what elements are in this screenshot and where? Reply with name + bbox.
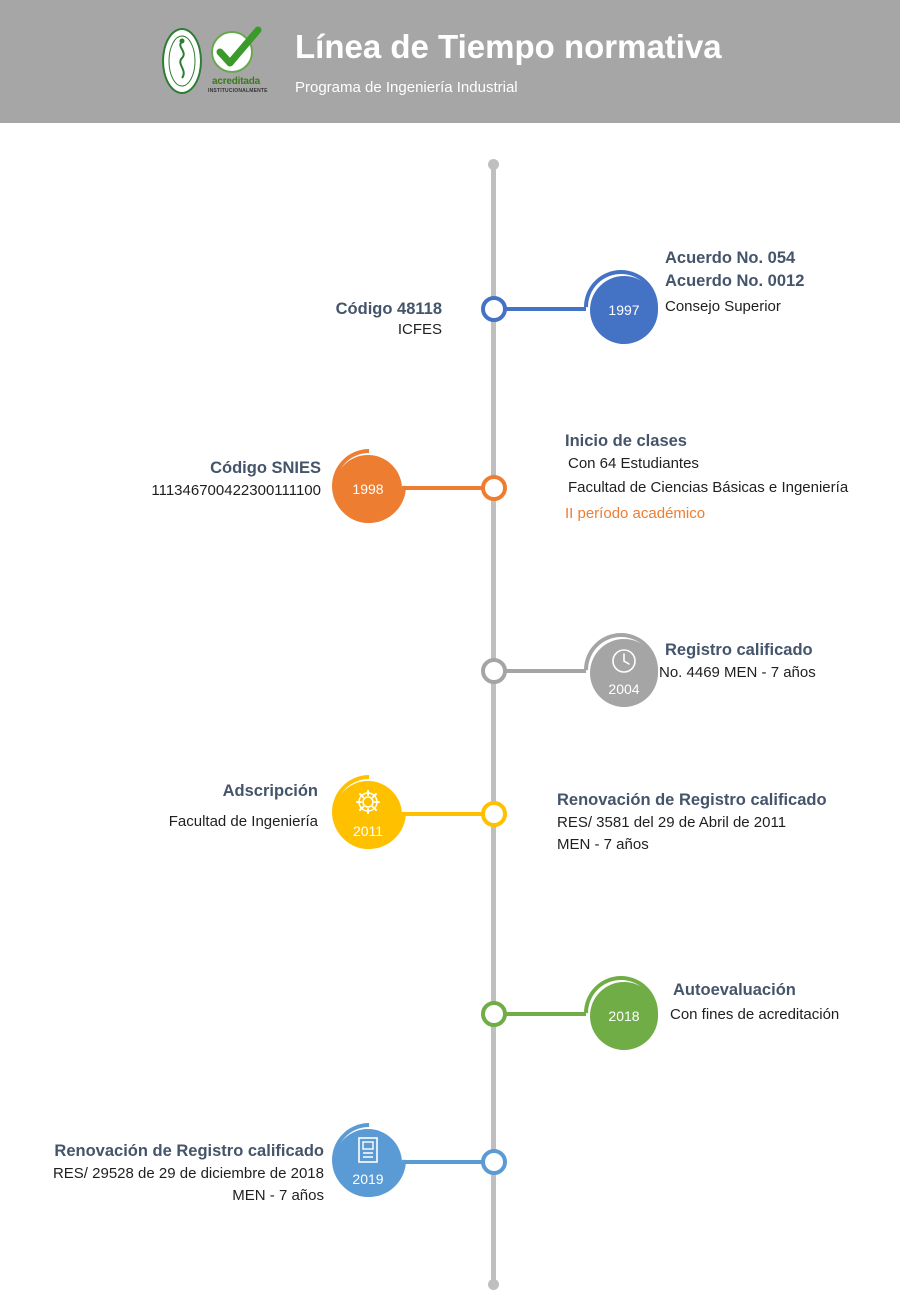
- connector-2018: [506, 1012, 586, 1016]
- year-badge-2018: 2018: [590, 982, 658, 1050]
- event-title: Acuerdo No. 0012: [665, 272, 805, 291]
- year-badge-2011: 2011: [334, 781, 402, 849]
- left-text-2019: Renovación de Registro calificado RES/ 2…: [53, 1138, 324, 1208]
- event-note: II período académico: [565, 505, 706, 523]
- event-line: Consejo Superior: [665, 297, 781, 315]
- connector-2011: [404, 812, 484, 816]
- event-title: Autoevaluación: [673, 981, 796, 999]
- timeline-node-1998[interactable]: [481, 475, 507, 501]
- right-text-2011: Renovación de Registro calificado RES/ 3…: [557, 787, 827, 857]
- timeline-node-2019[interactable]: [481, 1149, 507, 1175]
- gear-icon: [356, 790, 380, 814]
- accreditation-sublabel: INSTITUCIONALMENTE: [208, 88, 268, 94]
- event-title: Código SNIES: [210, 459, 321, 477]
- year-badge-1997: 1997: [590, 276, 658, 344]
- event-title: Inicio de clases: [565, 432, 687, 450]
- event-title: Acuerdo No. 054: [665, 249, 796, 267]
- accreditation-label: acreditada: [211, 76, 261, 87]
- timeline-node-2011[interactable]: [481, 801, 507, 827]
- left-text-1998: Código SNIES 111346700422300111100: [151, 455, 321, 503]
- event-line: RES/ 29528 de 29 de diciembre de 2018: [52, 1165, 324, 1183]
- year-badge-2019: 2019: [334, 1129, 402, 1197]
- event-line: MEN - 7 años: [232, 1187, 324, 1205]
- left-text-2011: Adscripción Facultad de Ingeniería: [169, 778, 318, 834]
- page-title: Línea de Tiempo normativa: [295, 28, 722, 65]
- timeline-end-dot: [488, 1279, 499, 1290]
- left-text-1997: Código 48118 ICFES: [336, 296, 442, 342]
- year-label: 2011: [352, 823, 384, 839]
- event-line: 111346700422300111100: [151, 482, 321, 500]
- year-label: 1997: [608, 302, 640, 318]
- year-label: 2004: [608, 681, 640, 697]
- year-label: 2019: [352, 1171, 384, 1187]
- year-badge-2004: 2004: [590, 639, 658, 707]
- right-text-1997: Acuerdo No. 054 Acuerdo No. 0012 Consejo…: [665, 245, 804, 319]
- connector-1997: [506, 307, 586, 311]
- timeline-node-2004[interactable]: [481, 658, 507, 684]
- event-line: ICFES: [397, 321, 442, 339]
- event-title: Renovación de Registro calificado: [54, 1142, 324, 1160]
- year-badge-1998: 1998: [334, 455, 402, 523]
- header-bar: acreditada INSTITUCIONALMENTE Línea de T…: [0, 0, 900, 123]
- timeline-start-dot: [488, 159, 499, 170]
- accreditation-logo: acreditada INSTITUCIONALMENTE: [208, 26, 268, 96]
- event-line: Facultad de Ingeniería: [168, 813, 318, 831]
- connector-2004: [506, 669, 586, 673]
- timeline-node-2018[interactable]: [481, 1001, 507, 1027]
- event-title: Renovación de Registro calificado: [557, 791, 827, 809]
- right-text-1998: Inicio de clases Con 64 Estudiantes Facu…: [565, 428, 848, 526]
- clock-icon: [612, 649, 636, 673]
- right-text-2018: Autoevaluación Con fines de acreditación: [670, 977, 839, 1027]
- event-line: MEN - 7 años: [557, 836, 649, 854]
- event-line: Facultad de Ciencias Básicas e Ingenierí…: [568, 479, 849, 497]
- event-line: No. 4469 MEN - 7 años: [659, 664, 816, 682]
- university-seal-logo: [162, 28, 202, 94]
- event-line: Con fines de acreditación: [670, 1006, 840, 1024]
- timeline-node-1997[interactable]: [481, 296, 507, 322]
- event-line: Con 64 Estudiantes: [568, 455, 699, 473]
- connector-2019: [404, 1160, 484, 1164]
- document-icon: [358, 1137, 378, 1163]
- event-title: Código 48118: [335, 300, 442, 318]
- event-title: Registro calificado: [665, 641, 813, 659]
- timeline-spine: [491, 165, 496, 1285]
- event-line: RES/ 3581 del 29 de Abril de 2011: [557, 814, 787, 832]
- year-label: 1998: [352, 481, 384, 497]
- year-label: 2018: [608, 1008, 640, 1024]
- page-subtitle: Programa de Ingeniería Industrial: [295, 79, 518, 96]
- connector-1998: [404, 486, 484, 490]
- right-text-2004: Registro calificado No. 4469 MEN - 7 año…: [659, 637, 816, 685]
- event-title: Adscripción: [222, 782, 318, 800]
